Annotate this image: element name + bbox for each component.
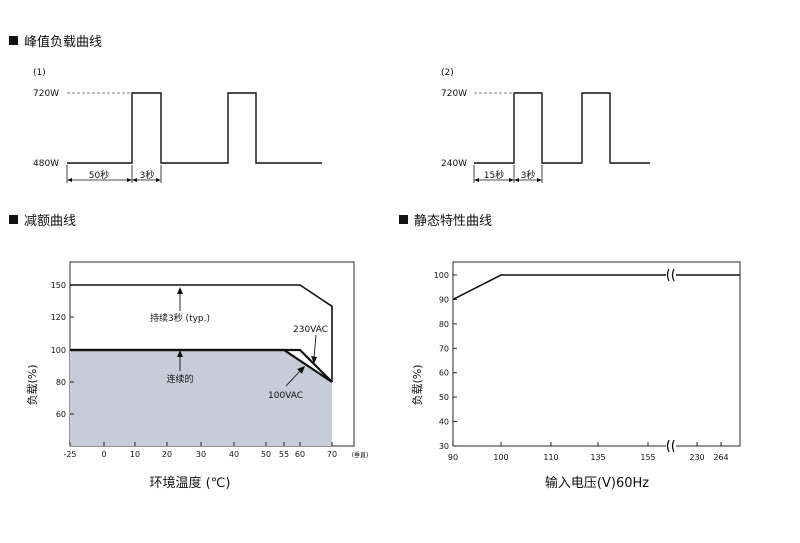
annotation-continuous: 连续的 (166, 373, 193, 385)
annotation-arrowhead (177, 287, 183, 294)
dim-arrowhead (514, 178, 519, 182)
y-axis-title: 负载(%) (25, 364, 39, 405)
y-tick-label: 100 (434, 271, 449, 280)
x-tick-label: -25 (63, 450, 76, 459)
section-title-static: 静态特性曲线 (399, 210, 492, 229)
x-tick-label: 10 (130, 450, 140, 459)
peak1-dim2-label: 3秒 (140, 169, 155, 181)
peak1-label: (1) (33, 68, 46, 78)
section-marker (9, 215, 18, 224)
section-title-text: 减额曲线 (24, 214, 77, 229)
annotation-arrow (313, 334, 317, 359)
y-tick-label: 80 (439, 320, 449, 329)
x-tick-label: 20 (162, 450, 172, 459)
dim-arrowhead (537, 178, 542, 182)
annotation-arrowhead (177, 350, 183, 357)
y-tick-label: 40 (439, 418, 449, 427)
x-tick-label: 0 (101, 450, 106, 459)
series-line-100vac (70, 348, 333, 383)
y-tick-label: 60 (439, 369, 449, 378)
x-tick-label: 60 (295, 450, 305, 459)
y-tick-label: 70 (439, 344, 449, 353)
y-tick-label: 120 (51, 313, 66, 322)
y-tick-label: 80 (56, 378, 66, 387)
x-tick-label: 135 (590, 453, 605, 462)
x-tick-label: 50 (261, 450, 271, 459)
y-tick-label: 50 (439, 393, 449, 402)
peak1-high-label: 720W (33, 89, 59, 99)
x-axis-title: 输入电压(V)60Hz (545, 475, 649, 491)
x-tick-label: 30 (196, 450, 206, 459)
axis-break-marker (666, 268, 676, 282)
annotation-peak: 持续3秒 (typ.) (150, 312, 210, 324)
x-tick-label: 55 (279, 450, 289, 459)
section-marker (399, 215, 408, 224)
x-tick-label: 264 (713, 453, 728, 462)
section-title-text: 静态特性曲线 (414, 214, 493, 229)
x-axis-title: 环境温度 (℃) (150, 475, 231, 491)
series-line-peak (70, 284, 333, 382)
section-title-peak-load: 峰值负载曲线 (9, 31, 102, 50)
annotation-230vac: 230VAC (293, 325, 328, 335)
annotation-100vac: 100VAC (268, 391, 303, 401)
peak1-low-label: 480W (33, 159, 59, 169)
x-tick-label: 100 (493, 453, 508, 462)
annotation-arrowhead (297, 366, 305, 374)
peak2-dim1-label: 15秒 (484, 169, 504, 181)
x-tick-label: 110 (543, 453, 558, 462)
y-tick-label: 150 (51, 281, 66, 290)
section-title-text: 峰值负载曲线 (24, 35, 103, 50)
annotation-arrowhead (311, 356, 317, 364)
dim-arrowhead (132, 178, 137, 182)
dim-arrowhead (509, 178, 514, 182)
dim-arrowhead (474, 178, 479, 182)
y-tick-label: 90 (439, 295, 449, 304)
x-tick-label: 155 (640, 453, 655, 462)
x-tick-label: 230 (689, 453, 704, 462)
dim-arrowhead (67, 178, 72, 182)
section-title-derating: 减额曲线 (9, 210, 76, 229)
x-tick-label: 70 (327, 450, 337, 459)
x-unit-note: (垂直) (352, 451, 369, 459)
y-axis-title: 负载(%) (410, 364, 424, 405)
y-tick-label: 30 (439, 442, 449, 451)
y-tick-label: 100 (51, 346, 66, 355)
series-line-load (452, 274, 740, 301)
section-marker (9, 36, 18, 45)
axis-break-marker (666, 439, 676, 453)
dim-arrowhead (127, 178, 132, 182)
peak2-low-label: 240W (441, 159, 467, 169)
peak1-dim1-label: 50秒 (89, 169, 109, 181)
x-tick-label: 40 (229, 450, 239, 459)
static-plot-frame (452, 261, 741, 447)
y-tick-label: 60 (56, 410, 66, 419)
annotation-arrow (285, 369, 302, 387)
peak2-dim2-label: 3秒 (521, 169, 536, 181)
derating-area-fill (70, 350, 332, 446)
peak1-waveform (67, 92, 322, 164)
peak2-waveform (474, 92, 650, 164)
peak2-high-label: 720W (441, 89, 467, 99)
peak2-label: (2) (441, 68, 454, 78)
x-tick-label: 90 (448, 453, 458, 462)
dim-arrowhead (156, 178, 161, 182)
